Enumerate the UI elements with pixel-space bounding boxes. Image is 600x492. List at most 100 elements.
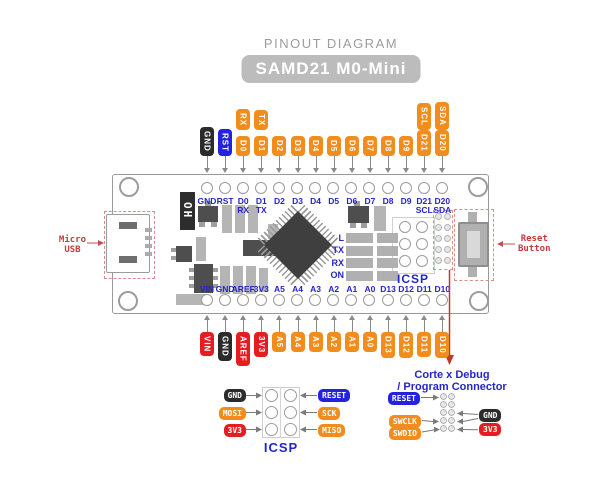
board-pin-label: D6 [346, 196, 358, 206]
led-label-tx: TX [332, 245, 344, 255]
board-pin-label: D3 [292, 196, 303, 206]
capacitor-component [233, 266, 243, 294]
capacitor-component [246, 266, 256, 294]
stem-arrow-icon [240, 315, 247, 320]
debug-pin-hole [434, 224, 442, 231]
icsp-pin-hole [415, 220, 428, 233]
capacitor-component [374, 206, 386, 231]
board-pin-label: VIN [199, 284, 215, 294]
transistor-component [348, 206, 369, 223]
board-pin-hole [381, 182, 394, 194]
pill-mosi: MOSI [218, 406, 246, 420]
transistor-component [176, 246, 192, 262]
debug-pin-hole [443, 235, 451, 242]
component-leg [350, 223, 356, 228]
stem-arrow-icon [240, 168, 247, 173]
board-pin-label: A4 [292, 284, 303, 294]
debug-detail-wires [421, 394, 479, 433]
pin-stem [297, 319, 299, 332]
pin-pill-d4: D4 [308, 135, 323, 156]
stem-arrow-icon [204, 168, 210, 173]
page-title: PINOUT DIAGRAM [263, 36, 399, 51]
pill-3v3: 3V3 [223, 423, 246, 437]
stem-arrow-icon [348, 315, 355, 320]
stem-arrow-icon [276, 315, 283, 320]
icsp-pin-hole [415, 237, 428, 250]
board-pin-label: 3V3 [253, 284, 269, 294]
pin-pill-scl: SCL [417, 103, 432, 130]
board-pin-hole [327, 182, 340, 194]
board-pin-label: D10 [434, 284, 451, 294]
board-pin-label: A0 [364, 284, 376, 294]
board-pin-hole [291, 294, 303, 306]
stem-arrow-icon [258, 168, 265, 173]
stem-arrow-icon [403, 315, 410, 320]
pin-pill-d12: D12 [399, 332, 414, 358]
capacitor-component [235, 205, 245, 233]
pin-pill-a2: A2 [326, 332, 341, 353]
board-pin-label: D5 [328, 196, 340, 206]
led-component [346, 245, 373, 256]
board-pin-hole [291, 182, 303, 194]
debug-connector-highlight-box [433, 210, 453, 270]
capacitor-component [220, 266, 230, 294]
debug-pin-hole [434, 257, 442, 264]
icsp-detail-divider [280, 387, 281, 438]
component-leg [189, 276, 194, 280]
stem-arrow-icon [439, 168, 446, 173]
pin-stem [243, 156, 245, 168]
board-pin-label: AREF [231, 284, 255, 294]
pin-stem [315, 319, 317, 332]
debug-pin-hole [434, 246, 442, 253]
pin-stem [243, 319, 245, 332]
pin-stem [207, 156, 208, 168]
stem-arrow-icon [348, 168, 355, 173]
board-pin-hole [381, 294, 394, 306]
led-label-l: L [338, 232, 345, 243]
board-pin-label: D12 [398, 284, 414, 294]
board-pin-label: D2 [273, 196, 285, 206]
icsp-detail-wires [246, 392, 317, 433]
board-pin-hole [200, 294, 213, 306]
pin-stem [279, 319, 281, 332]
board-pin-label: D4 [310, 196, 322, 206]
board-pin-label: D13 [380, 284, 396, 294]
pin-pill-d6: D6 [344, 135, 359, 156]
stem-arrow-icon [276, 168, 283, 173]
debug-pin-hole [443, 257, 451, 264]
pin-pill-d8: D8 [381, 135, 395, 156]
pin-stem [424, 319, 426, 332]
reset-button-annotation: Reset Button [518, 234, 551, 254]
board-pin-label: D11 [416, 284, 432, 294]
pin-stem [207, 319, 208, 332]
capacitor-component [196, 237, 206, 261]
board-pin-hole [309, 294, 322, 306]
pin-stem [406, 319, 408, 332]
pin-pill-a5: A5 [272, 332, 287, 353]
led-component [346, 233, 373, 243]
debug-detail-pin [448, 425, 455, 432]
debug-detail-title-line2: / Program Connector [397, 381, 507, 393]
board-pin-hole [218, 294, 231, 306]
pin-stem [333, 319, 335, 332]
debug-detail-pin [448, 409, 455, 416]
icsp-pin-hole [398, 220, 411, 233]
board-pin-hole [435, 182, 448, 194]
stem-arrow-icon [439, 315, 446, 320]
led-component [377, 245, 398, 256]
led-component [377, 233, 398, 243]
transistor-component [198, 206, 218, 222]
stem-arrow-icon [421, 168, 428, 173]
pill-swclk: SWCLK [388, 415, 421, 428]
board-pin-label: D0 [237, 196, 249, 206]
component-leg [213, 276, 218, 280]
led-label-on: ON [330, 270, 345, 280]
pill-swdio: SWDIO [388, 427, 421, 440]
debug-detail-pin [448, 417, 455, 424]
stem-arrow-icon [312, 168, 319, 173]
pin-stem [388, 319, 389, 332]
usb-notch [145, 252, 152, 256]
pill-gnd: GND [479, 409, 502, 422]
crystal-label: OH [181, 202, 194, 220]
pill-reset: RESET [318, 389, 351, 402]
